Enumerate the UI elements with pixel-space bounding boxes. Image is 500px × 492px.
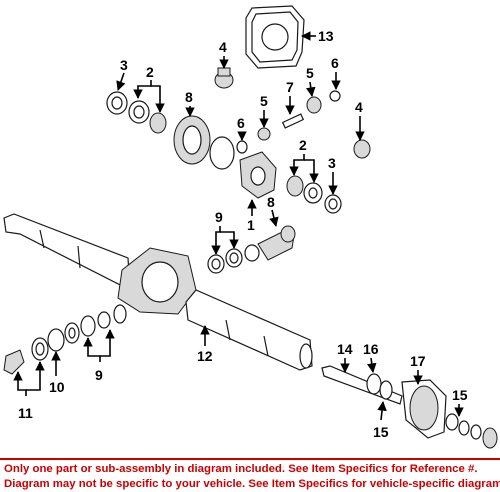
callout-3-right: 3 — [328, 155, 336, 171]
rear-axle-exploded-diagram: 13 4 2 3 8 5 6 7 5 6 4 6 2 3 8 9 1 10 9 … — [3, 5, 498, 449]
callout-labels: 13 4 2 3 8 5 6 7 5 6 4 6 2 3 8 9 1 10 9 … — [18, 28, 468, 440]
bearing-set-left-part — [106, 91, 167, 134]
ring-gear-part — [173, 115, 235, 170]
callout-8-top: 8 — [185, 89, 193, 105]
drive-pinion-part — [207, 225, 296, 274]
washer-gear-middle-part — [236, 90, 341, 154]
side-gear-part — [214, 67, 234, 89]
callout-9-left: 9 — [95, 367, 103, 383]
left-axle-seals-part — [3, 304, 127, 375]
differential-case-part — [239, 151, 277, 199]
callout-17: 17 — [410, 353, 426, 369]
callout-1: 1 — [247, 217, 255, 233]
callout-16: 16 — [363, 341, 379, 357]
callout-15-bottom: 15 — [373, 424, 389, 440]
disclaimer-line-2: Diagram may not be specific to your vehi… — [4, 478, 500, 490]
side-gear-right-part — [353, 139, 371, 159]
callout-3-left: 3 — [120, 57, 128, 73]
differential-cover-part — [245, 5, 305, 69]
callout-9-mid: 9 — [215, 209, 223, 225]
callout-13: 13 — [318, 28, 334, 44]
right-axle-shaft-part — [321, 365, 498, 449]
disclaimer-line-1: Only one part or sub-assembly in diagram… — [4, 463, 478, 475]
callout-6-top: 6 — [331, 55, 339, 71]
callout-7: 7 — [286, 79, 294, 95]
bearing-set-right-part — [286, 175, 342, 214]
callout-4-top: 4 — [219, 39, 227, 55]
callout-10: 10 — [49, 379, 65, 395]
callout-12: 12 — [197, 348, 213, 364]
callout-4-right: 4 — [355, 99, 363, 115]
leader-lines — [13, 31, 464, 421]
callout-8-mid: 8 — [267, 194, 275, 210]
axle-housing-part — [3, 213, 313, 371]
callout-2-right: 2 — [299, 137, 307, 153]
callout-2-left-visible: 2 — [146, 64, 154, 80]
callout-6-mid: 6 — [237, 115, 245, 131]
callout-11: 11 — [18, 405, 33, 421]
callout-5-top: 5 — [306, 65, 314, 81]
disclaimer-footer: Only one part or sub-assembly in diagram… — [0, 458, 500, 492]
callout-5-mid: 5 — [260, 93, 268, 109]
callout-15-right: 15 — [452, 387, 468, 403]
callout-14: 14 — [337, 341, 353, 357]
